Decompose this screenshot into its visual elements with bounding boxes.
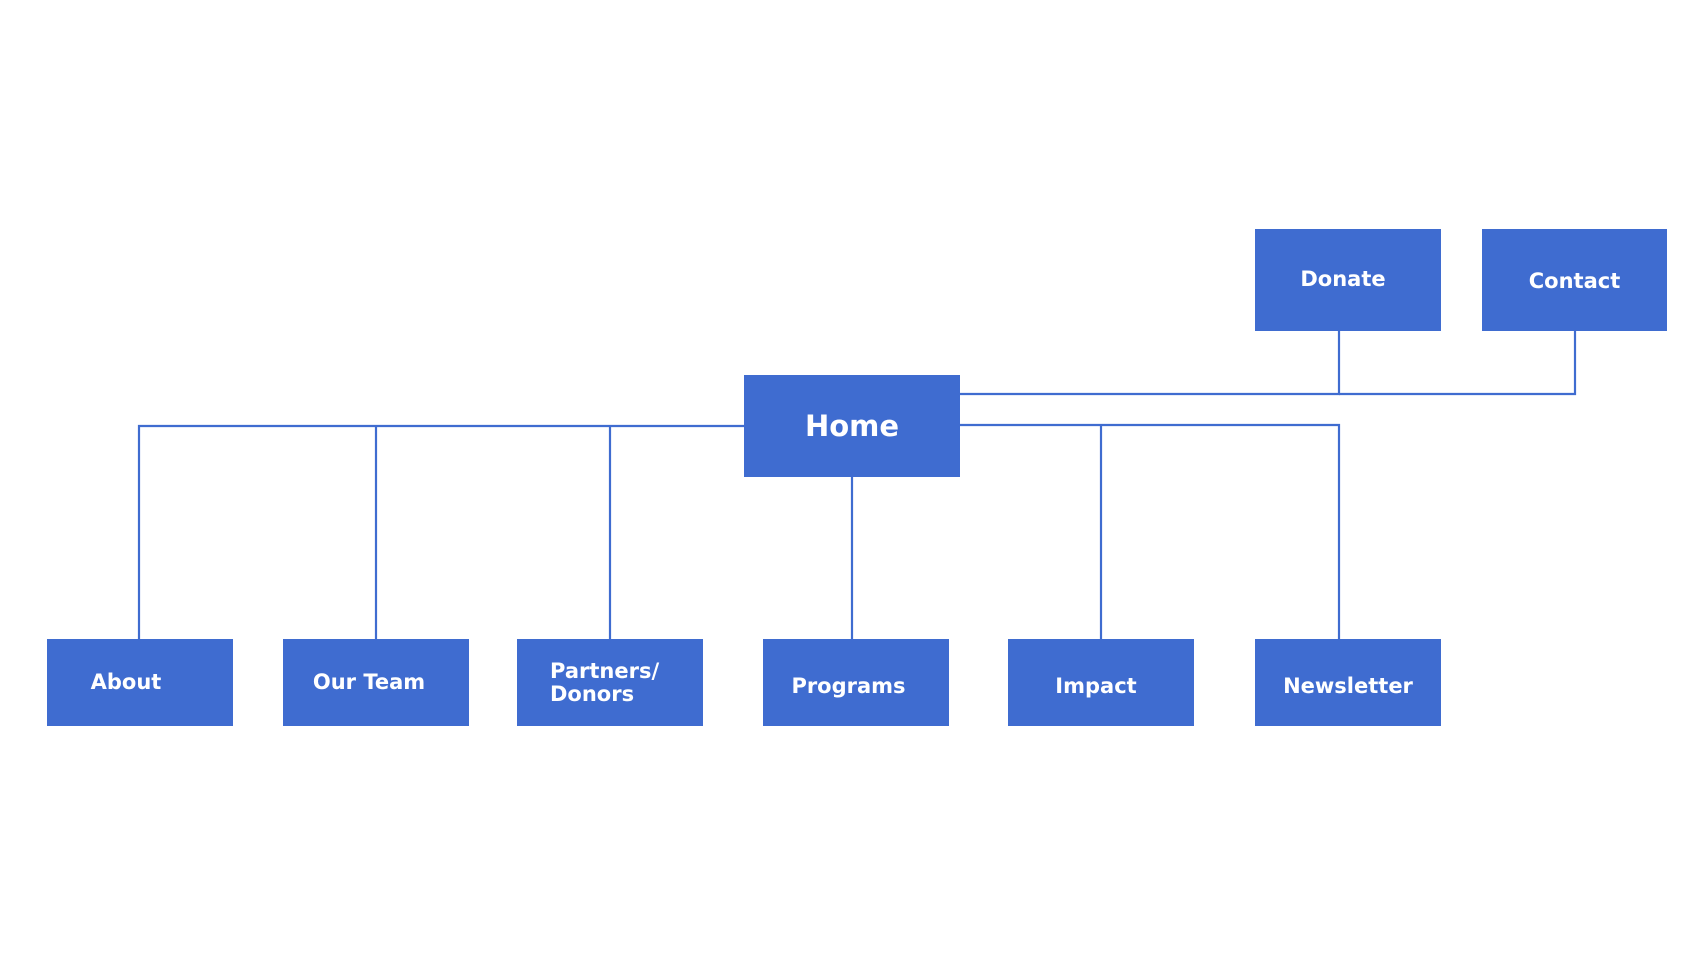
node-home-label: Home [804,408,900,443]
connector-home-contact [1339,331,1577,396]
node-newsletter-label: Newsletter [1283,674,1413,698]
node-programs-label: Programs [791,674,906,698]
node-home[interactable]: Home [744,375,960,477]
node-newsletter[interactable]: Newsletter [1255,639,1441,726]
connector-home-donate [960,331,1341,396]
node-impact[interactable]: Impact [1008,639,1194,726]
node-our-team[interactable]: Our Team [283,639,469,726]
node-about[interactable]: About [47,639,233,726]
connector-home-newsletter [960,423,1341,639]
node-partners-donors-label: Partners/ Donors [550,658,660,706]
node-about-label: About [90,670,162,694]
node-programs[interactable]: Programs [763,639,949,726]
node-impact-label: Impact [1055,674,1137,698]
connector-home-about [137,424,744,639]
node-contact-label: Contact [1528,268,1621,293]
node-donate-label: Donate [1300,267,1386,291]
node-contact[interactable]: Contact [1482,229,1667,331]
node-donate[interactable]: Donate [1255,229,1441,331]
node-our-team-label: Our Team [312,670,426,694]
node-partners-donors[interactable]: Partners/ Donors [517,639,703,726]
